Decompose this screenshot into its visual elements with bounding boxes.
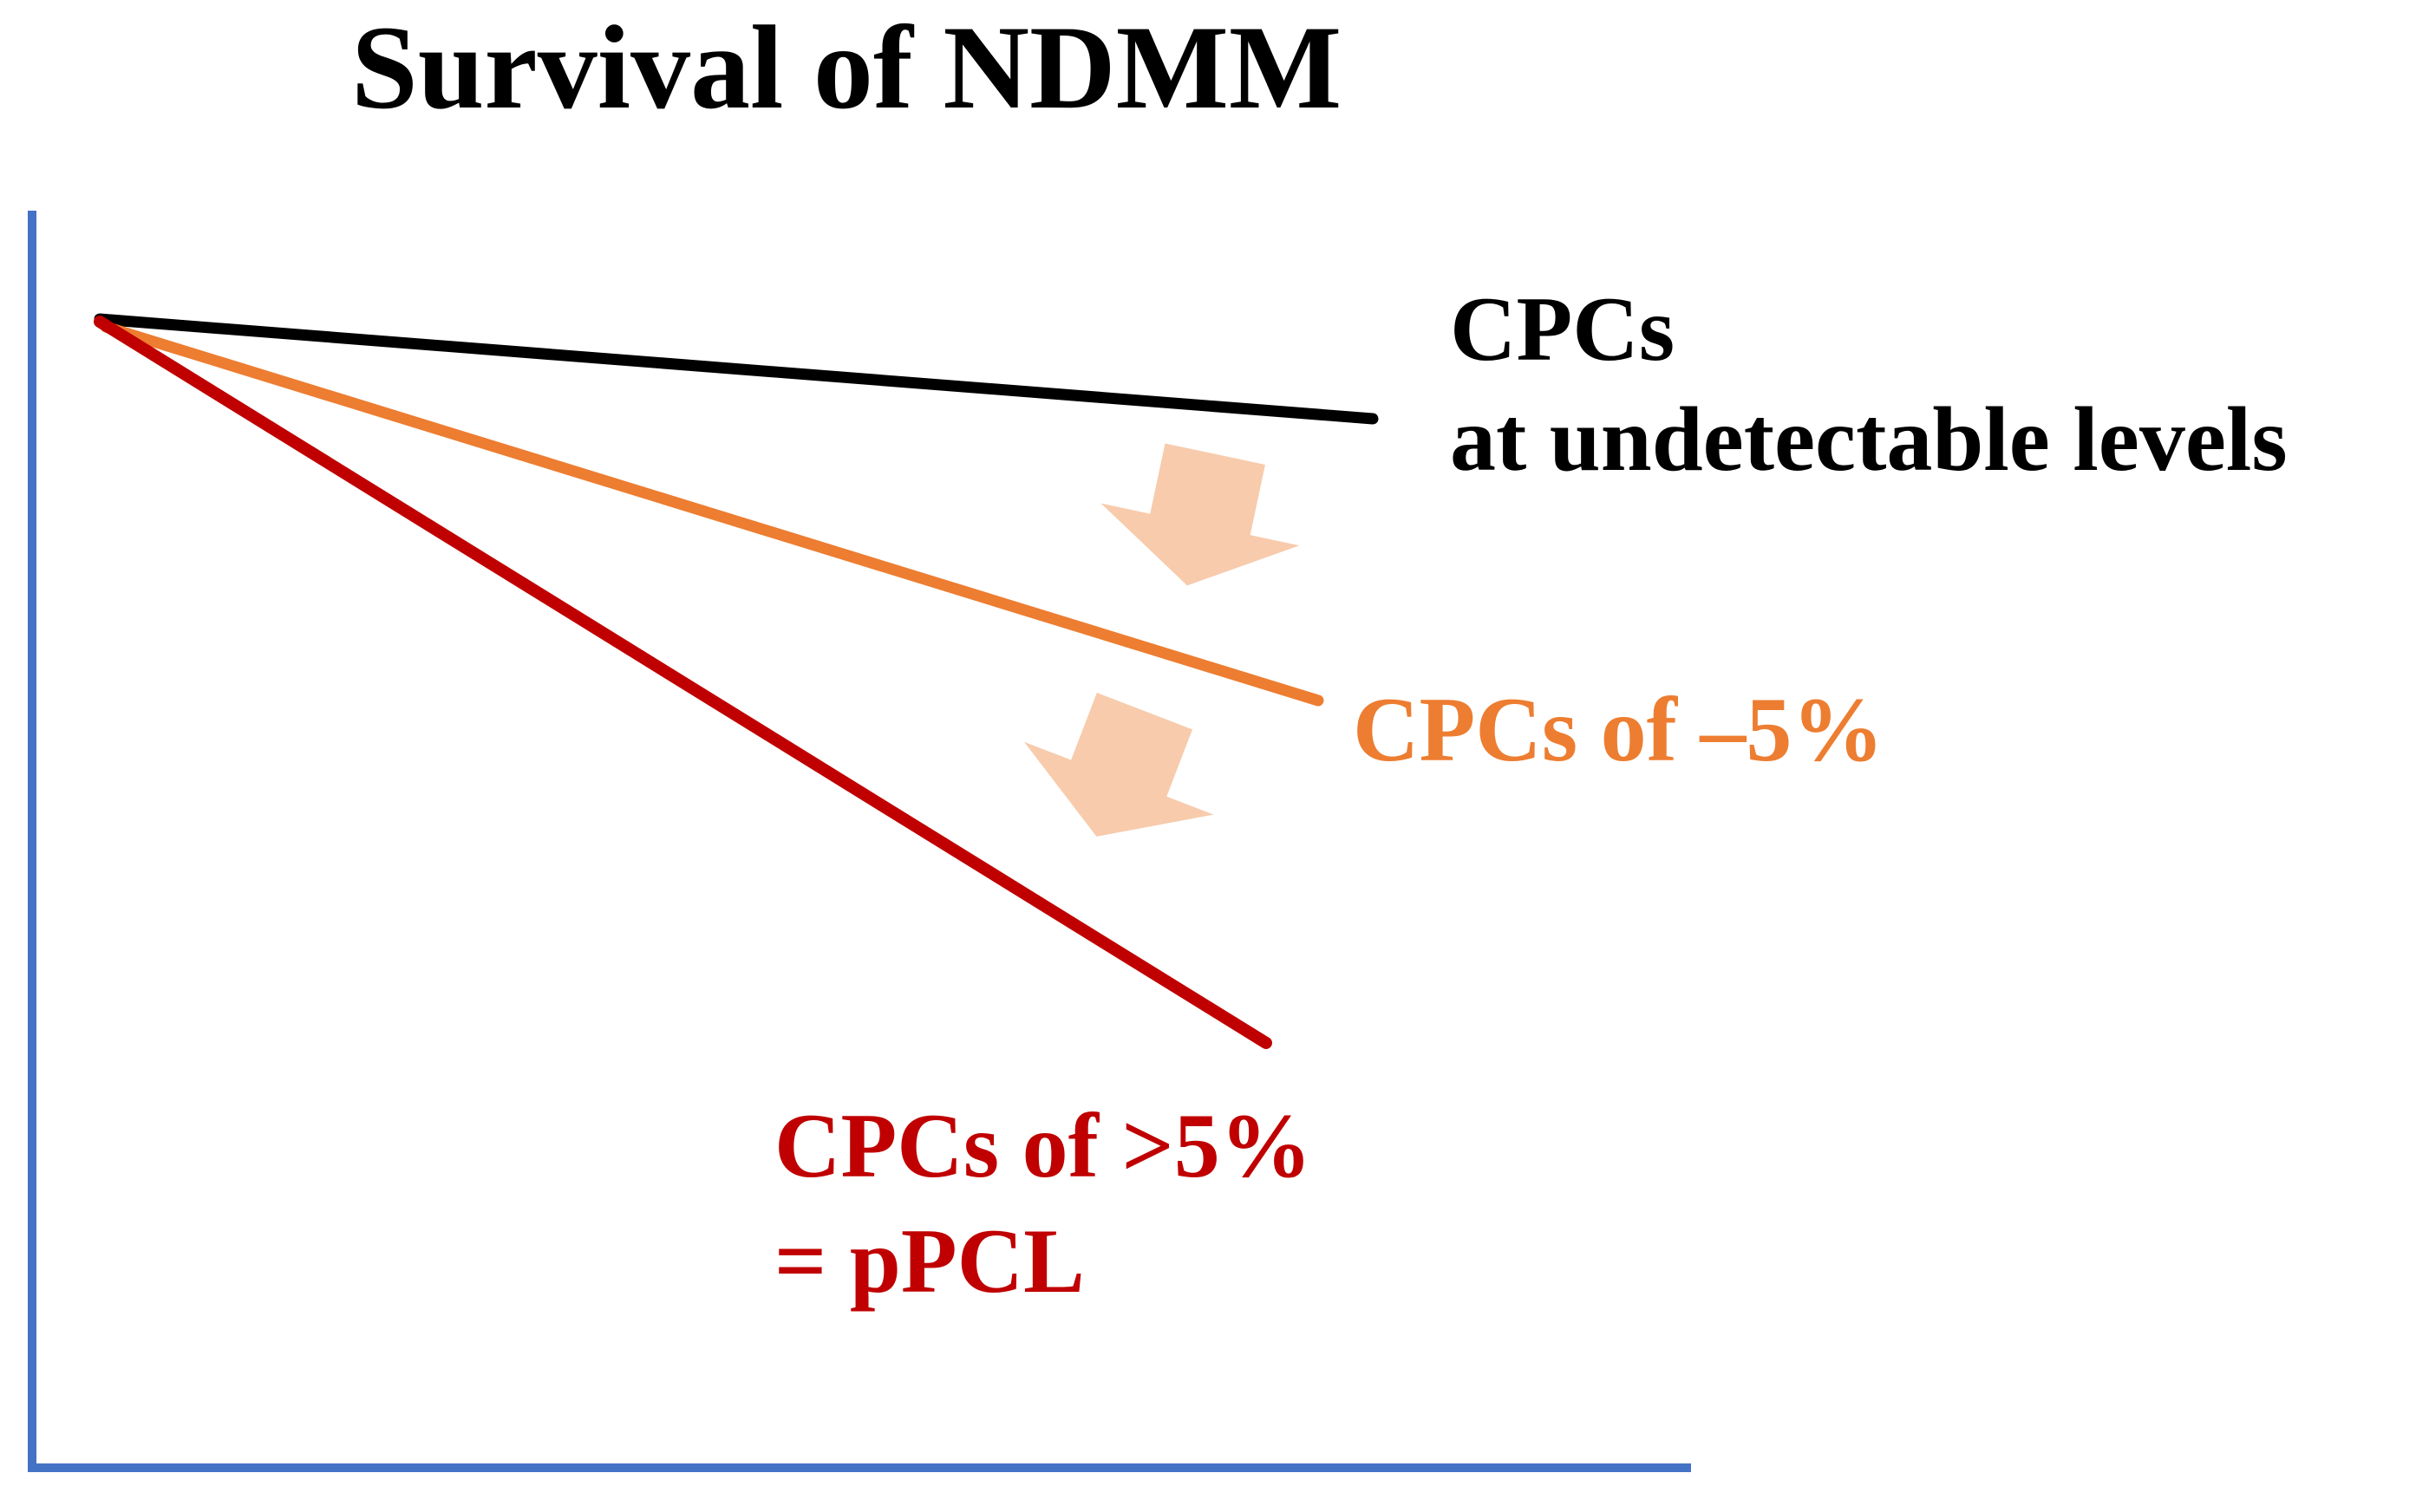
- label-cpcs-undetectable: CPCs at undetectable levels: [1450, 274, 2288, 494]
- line-cpcs-undetectable: [94, 313, 1379, 425]
- label-cpcs-undetectable-line1: CPCs: [1450, 278, 1675, 380]
- down-arrow-icon-1: [1100, 443, 1300, 586]
- label-cpcs-over5: CPCs of >5% = pPCL: [774, 1089, 1312, 1319]
- page-title: Survival of NDMM: [351, 1, 1342, 134]
- label-cpcs-undetectable-line2: at undetectable levels: [1450, 388, 2288, 491]
- label-cpcs-over5-line2: = pPCL: [774, 1209, 1085, 1312]
- down-arrow-icon-2: [1023, 693, 1214, 837]
- line-cpcs-minus5: [100, 321, 1324, 707]
- label-cpcs-minus5-line1: CPCs of –5%: [1353, 679, 1884, 780]
- line-cpcs-over5: [94, 316, 1272, 1049]
- label-cpcs-minus5: CPCs of –5%: [1353, 675, 1884, 785]
- label-cpcs-over5-line1: CPCs of >5%: [774, 1095, 1312, 1196]
